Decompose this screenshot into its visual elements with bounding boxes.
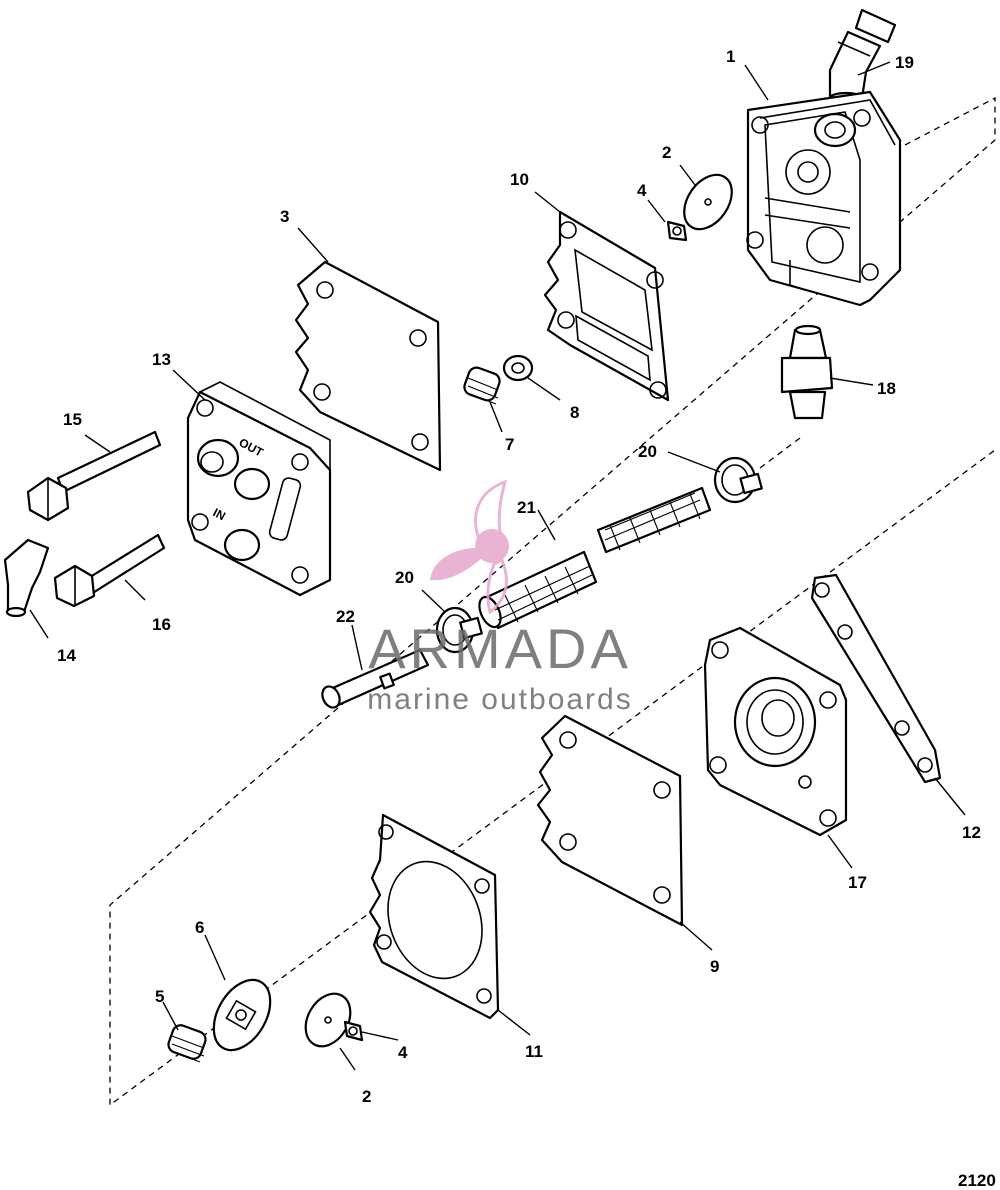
- callout-labels: 1 19 2 4 10 3 13 15 8 7 18 20 21 20 22 1…: [57, 47, 981, 1106]
- callout-2-lower: 2: [362, 1087, 371, 1106]
- callout-14: 14: [57, 646, 76, 665]
- part-4-upper-fastener: [666, 220, 688, 242]
- part-1-pump-body: [746, 90, 902, 307]
- part-2-lower-disc: [304, 992, 352, 1048]
- callout-19: 19: [895, 53, 914, 72]
- callout-13: 13: [152, 350, 171, 369]
- part-22-tube: [321, 648, 430, 709]
- part-11-gasket: [368, 813, 500, 1020]
- part-7-spring: [463, 366, 501, 405]
- callout-4-upper: 4: [637, 181, 647, 200]
- part-12-strap: [810, 573, 942, 784]
- callout-7: 7: [505, 435, 514, 454]
- watermark: ARMADA marine outboards: [367, 479, 632, 716]
- callout-3: 3: [280, 207, 289, 226]
- part-4-lower-fastener: [343, 1020, 364, 1042]
- part-15-bolt: [26, 430, 162, 522]
- watermark-brand: ARMADA: [368, 617, 632, 680]
- part-19-elbow-fitting: [828, 8, 897, 105]
- part-5-spring: [167, 1024, 207, 1063]
- callout-18: 18: [877, 379, 896, 398]
- callout-9: 9: [710, 957, 719, 976]
- watermark-tagline: marine outboards: [367, 683, 632, 716]
- part-9-gasket: [536, 714, 684, 927]
- callout-12: 12: [962, 823, 981, 842]
- callout-20-lower: 20: [395, 568, 414, 587]
- part-20-lower-clamp: [435, 606, 483, 654]
- part-16-bolt: [53, 533, 166, 608]
- callout-4-lower: 4: [398, 1043, 408, 1062]
- callout-8: 8: [570, 403, 579, 422]
- callout-10: 10: [510, 170, 529, 189]
- callout-1: 1: [726, 47, 735, 66]
- part-20-upper-clamp: [713, 456, 763, 504]
- cover-in-marking: IN: [211, 505, 228, 523]
- part-17-housing: [703, 626, 848, 837]
- part-10-upper-gasket: [543, 210, 670, 402]
- callout-20-upper: 20: [638, 442, 657, 461]
- callout-21: 21: [517, 498, 536, 517]
- callout-2-upper: 2: [662, 143, 671, 162]
- callout-5: 5: [155, 987, 164, 1006]
- callout-22: 22: [336, 607, 355, 626]
- part-18-fitting: [780, 324, 834, 420]
- leader-lines: [29, 61, 966, 1071]
- figure-number: 2120: [958, 1171, 996, 1190]
- watermark-logo: [430, 479, 509, 615]
- callout-16: 16: [152, 615, 171, 634]
- callout-17: 17: [848, 873, 867, 892]
- part-6-plate: [212, 978, 272, 1052]
- part-13-cover: OUT IN: [186, 381, 332, 597]
- part-14-elbow: [3, 538, 50, 618]
- part-2-upper-disc: [683, 173, 733, 231]
- callout-11: 11: [525, 1042, 543, 1061]
- callout-6: 6: [195, 918, 204, 937]
- part-3-gasket: [294, 260, 442, 472]
- callout-15: 15: [63, 410, 82, 429]
- part-8-retainer: [502, 354, 534, 382]
